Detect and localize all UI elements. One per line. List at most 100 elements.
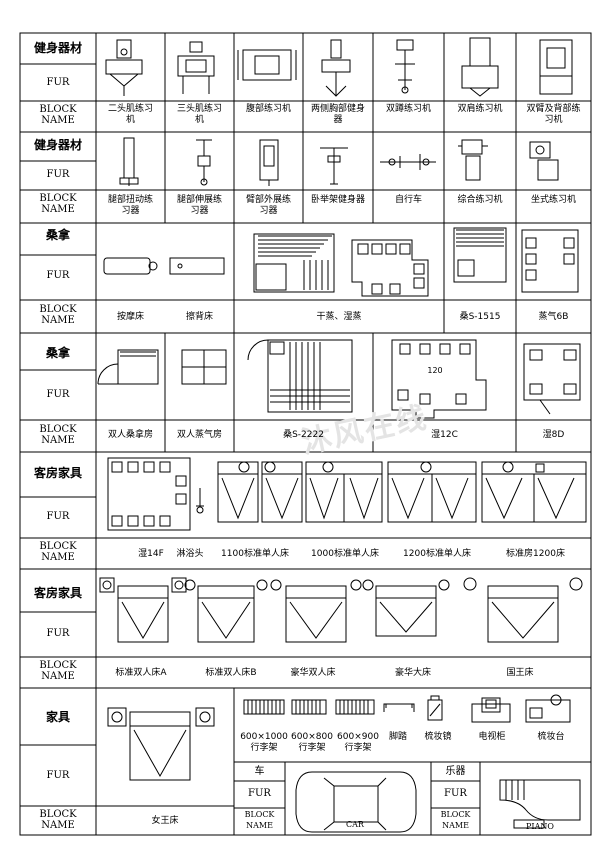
s5-block-name-5: 1200标准单人床 <box>403 549 471 559</box>
s6-block-name-label-2: NAME <box>41 671 75 682</box>
s2-block-name-3: 臂部外展练习器 <box>245 195 291 216</box>
shower-head-icon <box>196 488 204 514</box>
s6-category-label: 客房家具 <box>33 586 82 600</box>
tv-cabinet-icon <box>471 697 511 723</box>
s4-tub-label: 120 <box>427 366 443 375</box>
sauna-s2222-icon <box>247 339 353 413</box>
music-block-name-2: NAME <box>442 821 469 830</box>
s5-block-name-2: 淋浴头 <box>176 549 204 559</box>
s4-block-name-5: 湿8D <box>542 430 565 440</box>
car-title: 车 <box>254 766 265 777</box>
s3-block-name-label-1: BLOCK <box>39 304 77 315</box>
s3-block-name-1: 按摩床 <box>116 312 144 322</box>
wet-8d-icon <box>523 343 581 415</box>
music-title: 乐器 <box>445 766 466 777</box>
bicep-machine-icon <box>105 39 143 96</box>
s4-block-name-label-2: NAME <box>41 435 75 446</box>
s5-block-name-4: 1000标准单人床 <box>311 549 379 559</box>
leg-extension-icon <box>196 139 212 186</box>
s5-block-name-label-2: NAME <box>41 552 75 563</box>
steam-6b-icon <box>521 229 579 293</box>
s7-block-name-4: 600×900行李架 <box>337 732 379 753</box>
s3-block-name-label-2: NAME <box>41 315 75 326</box>
luggage-rack-800-icon <box>291 699 327 715</box>
s2-category-label: 健身器材 <box>33 138 82 152</box>
s6-block-name-5: 国王床 <box>506 668 534 678</box>
s6-block-name-3: 豪华双人床 <box>290 668 336 678</box>
s3-fur-label: FUR <box>46 270 70 281</box>
luxury-king-bed-icon <box>362 579 450 637</box>
s5-block-name-1: 湿14F <box>138 549 164 559</box>
s4-category-label: 桑拿 <box>45 346 70 360</box>
s5-category-label: 客房家具 <box>33 466 82 480</box>
s1-block-name-1: 二头肌练习机 <box>107 104 153 125</box>
vanity-mirror-icon <box>427 695 443 721</box>
car-block-name-1: BLOCK <box>244 810 275 819</box>
s4-block-name-2: 双人蒸气房 <box>176 430 222 440</box>
double-sauna-room-icon <box>97 349 159 385</box>
s5-fur-label: FUR <box>46 511 70 522</box>
s7-block-name-label-2: NAME <box>41 820 75 831</box>
massage-bed-icon <box>103 257 158 275</box>
luggage-rack-900-icon <box>335 699 375 715</box>
single-bed-1100-icon <box>217 461 259 523</box>
s2-block-name-6: 综合练习机 <box>457 195 503 205</box>
s2-block-name-1: 腿部扭动练习器 <box>107 195 153 216</box>
s1-block-name-2: 三头肌练习机 <box>176 104 222 125</box>
s5-block-name-3: 1100标准单人床 <box>221 549 289 559</box>
bench-press-icon <box>320 147 348 185</box>
single-bed-1000-icon <box>305 461 383 523</box>
outer-frame <box>19 32 592 836</box>
s3-block-name-3: 干蒸、湿蒸 <box>316 312 362 322</box>
double-bed-a-icon <box>99 577 187 643</box>
car-name: CAR <box>346 820 364 829</box>
abdominal-machine-icon <box>237 49 297 81</box>
s4-block-name-4: 湿12C <box>431 430 458 440</box>
luxury-double-bed-icon <box>270 579 362 643</box>
s3-block-name-4: 桑S-1515 <box>459 312 501 322</box>
s7-category-label: 家具 <box>45 710 70 724</box>
s6-block-name-1: 标准双人床A <box>115 668 167 678</box>
single-bed-1100-b-icon <box>261 461 303 523</box>
s7-block-name-6: 梳妆镜 <box>424 732 452 742</box>
s7-block-name-2: 600×1000行李架 <box>240 732 288 753</box>
s6-block-name-2: 标准双人床B <box>205 668 257 678</box>
s1-block-name-4: 两侧胸部健身器 <box>311 104 366 125</box>
wet-14f-icon <box>107 457 191 531</box>
s1-block-name-5: 双蹲练习机 <box>385 104 431 114</box>
footstool-icon <box>383 703 415 712</box>
s5-block-name-6: 标准房1200床 <box>506 549 565 559</box>
car-icon <box>295 771 417 833</box>
dressing-table-icon <box>525 694 571 723</box>
s4-fur-label: FUR <box>46 389 70 400</box>
double-bed-b-icon <box>184 579 268 643</box>
s7-block-name-8: 梳妆台 <box>537 732 565 742</box>
piano-icon <box>499 779 581 829</box>
s1-block-name-6: 双肩练习机 <box>457 104 503 114</box>
tricep-machine-icon <box>177 41 215 94</box>
s2-block-name-7: 坐式练习机 <box>530 195 576 205</box>
double-steam-room-icon <box>181 349 227 385</box>
s1-block-name-label-2: NAME <box>41 115 75 126</box>
s1-block-name-3: 腹部练习机 <box>245 104 291 114</box>
bicycle-icon <box>380 154 436 170</box>
s7-block-name-label-1: BLOCK <box>39 809 77 820</box>
s2-fur-label: FUR <box>46 169 70 180</box>
s6-block-name-label-1: BLOCK <box>39 660 77 671</box>
s2-block-name-label-2: NAME <box>41 204 75 215</box>
squat-machine-icon <box>395 39 415 94</box>
hip-abduction-icon <box>259 139 279 186</box>
s2-block-name-label-1: BLOCK <box>39 193 77 204</box>
s4-block-name-3: 桑S-2222 <box>283 430 324 440</box>
s7-block-name-5: 脚踏 <box>388 732 407 742</box>
s1-block-name-label-1: BLOCK <box>39 104 77 115</box>
wet-12c-icon <box>391 339 487 419</box>
s6-block-name-4: 豪华大床 <box>394 668 431 678</box>
steam-room-12seat-icon <box>351 239 429 297</box>
scrub-bed-icon <box>169 257 225 275</box>
s2-block-name-4: 卧举架健身器 <box>311 195 366 205</box>
grid-lines <box>20 33 591 835</box>
s1-fur-label: FUR <box>46 77 70 88</box>
leg-twist-icon <box>119 137 139 186</box>
